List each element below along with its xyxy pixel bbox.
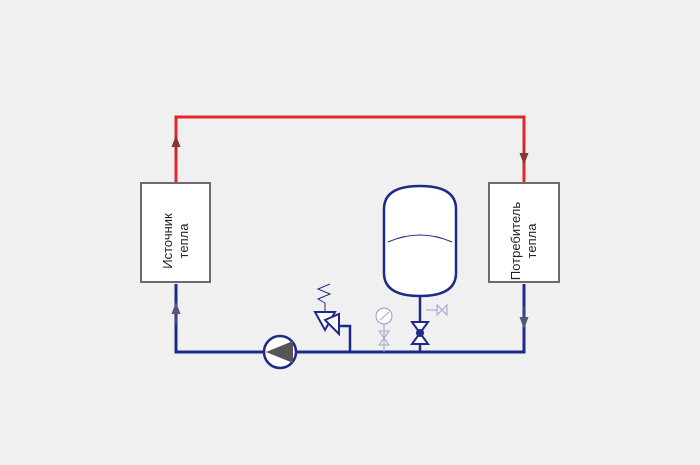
return-arrow-down-icon xyxy=(519,306,529,329)
expansion-tank-icon xyxy=(382,184,458,298)
pressure-gauge-icon xyxy=(375,307,393,352)
source-box-label: Источник тепла xyxy=(160,191,192,291)
safety-valve-icon xyxy=(313,283,352,352)
shutoff-valve-icon xyxy=(410,297,448,352)
consumer-label-line1: Потребитель xyxy=(508,201,523,280)
supply-arrow-down-icon xyxy=(519,143,529,165)
source-box xyxy=(140,182,211,283)
consumer-box-label: Потребитель тепла xyxy=(508,191,540,291)
supply-arrow-up-icon xyxy=(171,135,181,157)
supply-pipe xyxy=(174,115,526,183)
source-label-line1: Источник xyxy=(159,212,175,269)
pump-icon xyxy=(262,334,298,370)
consumer-box xyxy=(488,182,560,283)
return-arrow-up-icon xyxy=(171,302,181,325)
consumer-label-line2: тепла xyxy=(524,223,539,258)
source-label-line2: тепла xyxy=(175,223,191,258)
